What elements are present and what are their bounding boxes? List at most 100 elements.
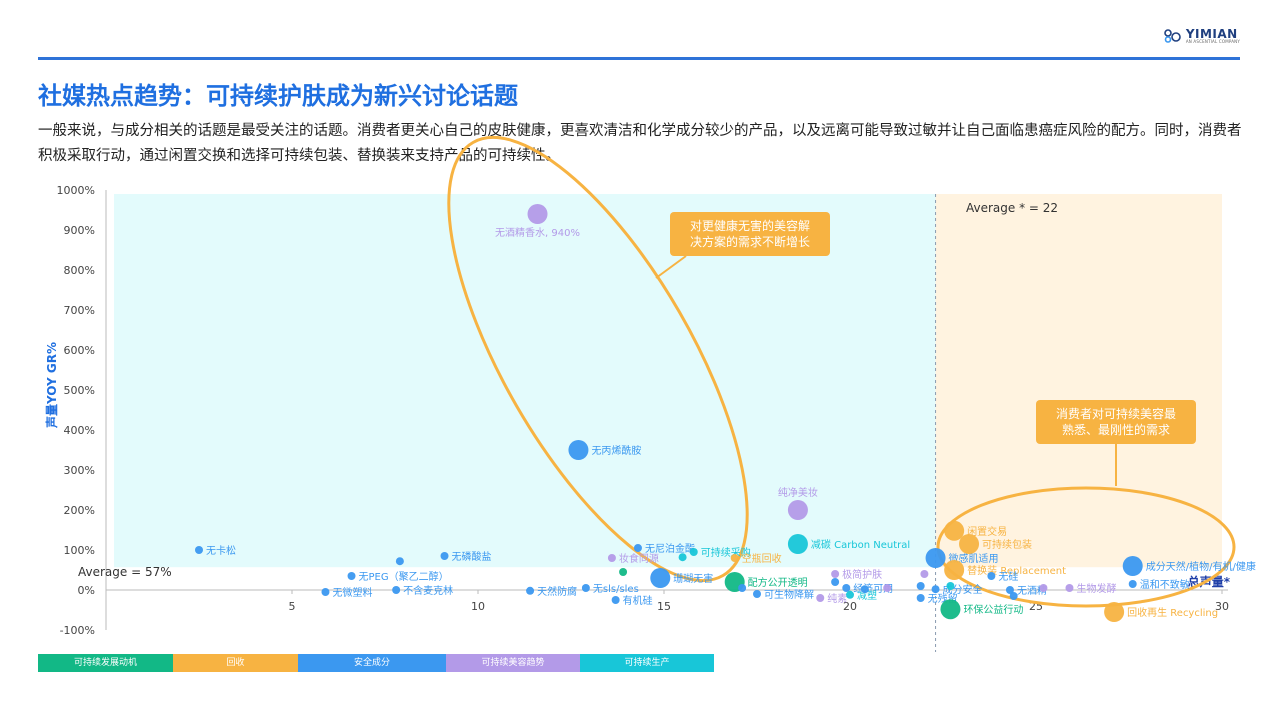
y-tick-label: 1000% [57,184,95,197]
data-point [347,572,356,580]
data-point [581,584,590,592]
data-point [842,584,851,592]
legend-sustainable-production: 可持续生产 [580,654,714,672]
data-point [940,599,961,620]
data-point-label: 无酒精 [1017,584,1047,597]
callout-left-text: 决方案的需求不断增长 [690,234,810,249]
callout-right-box [1036,400,1196,444]
brand-logo: YIMIAN AN ASCENTIAL COMPANY [1164,28,1240,44]
data-point-label: 生物发酵 [1076,582,1116,595]
header-divider [38,57,1240,60]
data-point-label: 配方公开透明 [748,576,808,589]
y-tick-label: 800% [64,264,95,277]
y-tick-label: 0% [78,584,95,597]
data-point [1039,584,1048,592]
data-point [1009,592,1018,600]
data-point [931,585,940,594]
data-point [440,552,449,560]
callout-left-text: 对更健康无害的美容解 [690,218,810,233]
data-point-label: 天然防腐 [537,585,577,598]
data-point [787,500,808,520]
data-point-label: 可持续包装 [982,538,1032,551]
data-point-label: 无卡松 [206,544,236,557]
callout-right-text: 熟悉、最刚性的需求 [1062,422,1170,437]
data-point [831,570,840,578]
data-point-label: 无PEG（聚乙二醇） [359,570,449,583]
data-point [959,534,980,554]
data-point [730,554,739,562]
legend-safe-ingredient: 安全成分 [298,654,446,672]
data-point-label: 妆食同源 [619,552,659,565]
data-point-label: 减碳 Carbon Neutral [811,538,910,551]
data-point [195,546,203,554]
data-point [987,572,996,580]
data-point-label: 可持续采购 [701,546,751,559]
data-point-label: 无尼泊金酯 [645,542,695,555]
data-point [395,557,404,566]
data-point [860,585,869,594]
y-tick-label: 300% [64,464,95,477]
logo-name: YIMIAN [1185,27,1238,41]
legend-recycling: 回收 [173,654,298,672]
data-point-label: 可生物降解 [764,588,814,601]
data-point [1065,584,1074,592]
data-point-label: 无硅 [998,570,1018,583]
y-tick-label: 200% [64,504,95,517]
data-point [650,568,671,588]
data-point [689,548,698,556]
data-point [738,584,747,592]
legend-sustainable-beauty-trend: 可持续美容趋势 [446,654,580,672]
data-point-label: 极简护肤 [842,568,882,581]
data-point-label: 无微塑料 [332,586,372,599]
data-point [607,554,616,562]
data-point [846,590,854,599]
data-point-label: 不含麦克林 [403,584,453,597]
data-point [1128,580,1137,588]
logo-subtext: AN ASCENTIAL COMPANY [1185,39,1240,44]
right-quadrant-region [935,194,1222,568]
y-tick-label: 100% [64,544,95,557]
callout-left-pointer [655,255,687,279]
data-point-label: 减塑 [857,590,877,602]
data-point-label: 纯净美妆 [778,486,818,499]
data-point-label: 无sls/sles [593,584,639,595]
y-axis-title: 声量YOY GR% [44,342,59,429]
data-point-label: 温和不致敏 [1140,578,1190,591]
page-title: 社媒热点趋势：可持续护肤成为新兴讨论话题 [38,82,518,110]
data-point [831,578,840,586]
data-point [392,586,401,594]
data-point [1104,602,1125,622]
data-point [787,534,808,554]
data-point-label: 成分天然/植物/有机/健康 [1146,560,1256,573]
x-tick-label: 30 [1215,600,1229,613]
average-y-label: Average = 57% [78,565,172,579]
data-point [944,560,965,580]
data-point-label: 纯素 [827,592,847,605]
data-point-label: 珊瑚无害 [673,572,713,585]
y-tick-label: -100% [60,624,95,637]
data-point [916,594,925,602]
data-point [946,582,955,590]
data-point [925,548,946,568]
data-point [816,594,825,602]
x-tick-label: 15 [657,600,671,613]
data-point [1122,556,1143,576]
y-tick-label: 400% [64,424,95,437]
data-point-label: 有机硅 [623,594,653,607]
data-point-label: 无丙烯酰胺 [591,444,641,457]
data-point [619,568,628,576]
data-point [526,586,535,595]
y-tick-label: 700% [64,304,95,317]
legend-sustainable-motivation: 可持续发展动机 [38,654,173,672]
x-tick-label: 20 [843,600,857,613]
data-point [678,553,687,562]
logo-mark-icon [1164,29,1181,43]
y-tick-label: 500% [64,384,95,397]
data-point [920,570,929,578]
category-legend: 可持续发展动机 回收 安全成分 可持续美容趋势 可持续生产 [38,654,714,672]
data-point [944,520,965,541]
x-tick-label: 5 [289,600,296,613]
data-point [321,588,330,596]
data-point [916,582,925,590]
